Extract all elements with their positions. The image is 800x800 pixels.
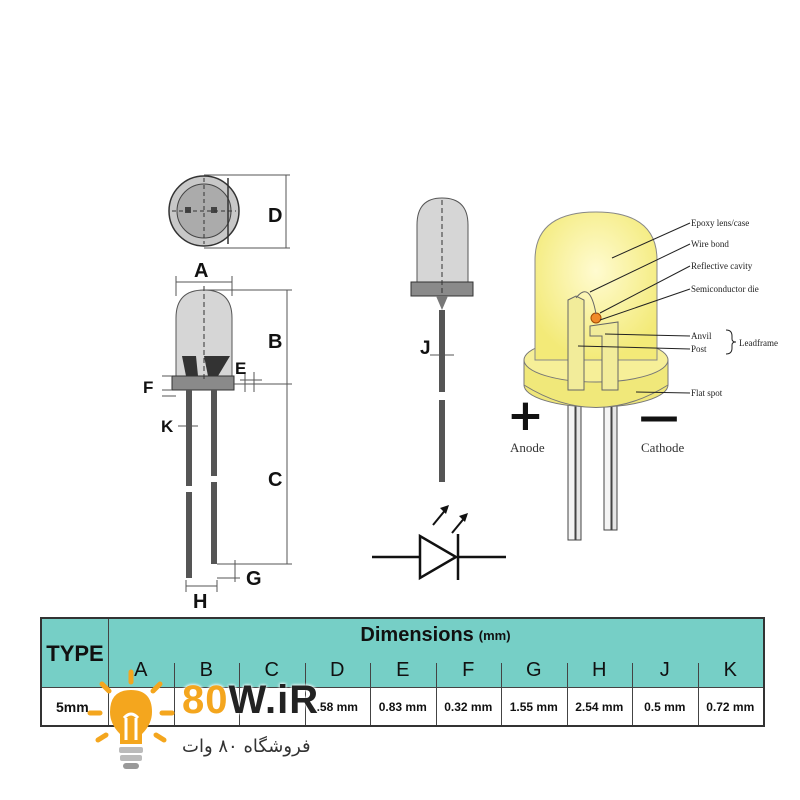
callout-flat-spot: Flat spot: [691, 388, 723, 398]
profile-view: [410, 197, 474, 482]
value-cell-e: 0.83 mm: [378, 699, 427, 714]
column-header-a: A: [108, 652, 174, 688]
column-header-e: E: [370, 652, 436, 688]
anode-label: Anode: [510, 440, 545, 455]
callout-leadframe: Leadframe: [739, 338, 778, 348]
dimensions-unit: (mm): [478, 628, 511, 643]
brand-domain: W.iR: [228, 678, 320, 722]
label-j: J: [420, 338, 431, 359]
watermark-subtitle: فروشگاه ۸۰ وات: [182, 736, 311, 757]
label-e: E: [235, 359, 246, 378]
dimensions-header: Dimensions (mm): [108, 619, 763, 652]
callout-semiconductor: Semiconductor die: [691, 284, 759, 294]
value-cell-j: 0.5 mm: [644, 699, 686, 714]
column-header-f: F: [435, 652, 501, 688]
value-cell-f: 0.32 mm: [444, 699, 493, 714]
minus-sign: —: [639, 394, 679, 440]
row-type-cell: 5mm: [56, 698, 89, 715]
value-cell-h: 2.54 mm: [575, 699, 624, 714]
callout-post: Post: [691, 344, 707, 354]
callout-wire-bond: Wire bond: [691, 239, 729, 249]
label-b: B: [268, 331, 282, 353]
led-3d-illustration: [523, 211, 737, 541]
label-h: H: [193, 591, 207, 613]
type-header: TYPE: [42, 619, 108, 688]
callout-reflective: Reflective cavity: [691, 261, 753, 271]
label-c: C: [268, 469, 282, 491]
label-k: K: [161, 417, 174, 436]
label-f: F: [143, 378, 153, 397]
callout-anvil: Anvil: [691, 331, 712, 341]
watermark: 80W.iR فروشگاه ۸۰ وات: [86, 668, 326, 778]
top-view: [168, 174, 290, 249]
brand-number: 80: [182, 678, 229, 722]
column-header-g: G: [501, 652, 567, 688]
callout-epoxy: Epoxy lens/case: [691, 218, 749, 228]
column-header-j: J: [632, 652, 698, 688]
side-view: [162, 276, 292, 592]
label-g: G: [246, 568, 262, 590]
diode-symbol-icon: [372, 505, 506, 581]
watermark-brand: 80W.iR: [182, 678, 319, 723]
cathode-label: Cathode: [641, 440, 685, 455]
value-cell-k: 0.72 mm: [706, 699, 755, 714]
label-a: A: [194, 260, 208, 282]
lightbulb-logo-icon: [87, 669, 175, 769]
dimensions-title: Dimensions: [360, 624, 474, 646]
plus-sign: +: [507, 390, 544, 441]
column-header-d: D: [304, 652, 370, 688]
label-d: D: [268, 205, 282, 227]
column-header-h: H: [566, 652, 632, 688]
value-cell-d: .58 mm: [316, 699, 358, 714]
column-header-c: C: [239, 652, 305, 688]
column-header-b: B: [173, 652, 239, 688]
column-header-k: K: [697, 652, 763, 688]
value-cell-g: 1.55 mm: [509, 699, 558, 714]
